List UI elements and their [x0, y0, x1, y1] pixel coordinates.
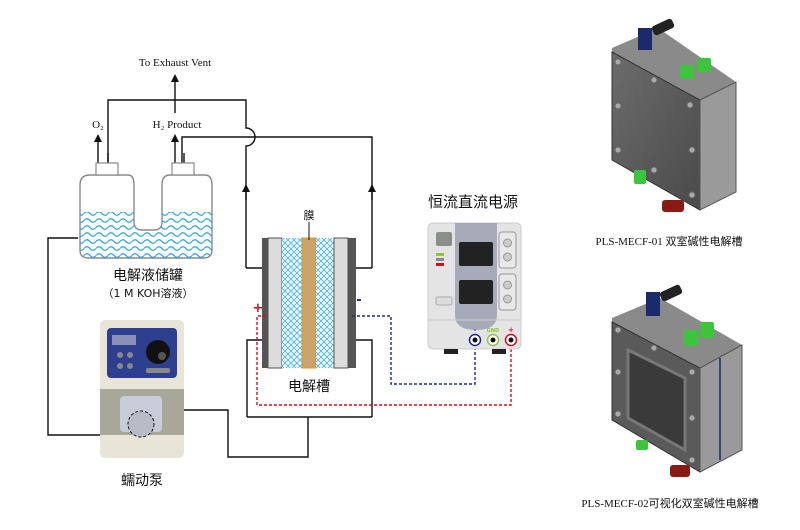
labels: To Exhaust Vent O₂ H₂ Product 电解液储罐 （1 M… — [92, 57, 759, 510]
knob[interactable] — [503, 294, 512, 304]
reservoir-title: 电解液储罐 — [113, 268, 183, 284]
exhaust-label: To Exhaust Vent — [139, 57, 211, 69]
pipe-reservoir-to-pump — [47, 237, 140, 436]
reservoir-subtitle: （1 M KOH溶液） — [102, 286, 193, 300]
cell-negative-sign: - — [356, 293, 361, 308]
piping — [47, 74, 376, 458]
product1-caption: PLS-MECF-01 双室碱性电解槽 — [596, 234, 743, 248]
tank-neck-right — [171, 162, 195, 176]
cell-label: 电解槽 — [288, 379, 330, 395]
product-image-mecf-01 — [611, 18, 737, 212]
peristaltic-pump — [100, 320, 184, 458]
knob[interactable] — [503, 238, 512, 248]
pipe-right-return — [181, 136, 373, 268]
pump-rotor — [127, 410, 155, 438]
dc-power-supply — [427, 222, 522, 354]
electrode-left — [282, 238, 302, 368]
knob[interactable] — [503, 280, 512, 290]
knob[interactable] — [503, 252, 512, 262]
membrane-label: 膜 — [304, 209, 315, 222]
negative-wire — [352, 315, 476, 385]
psu-minus-label: - — [474, 327, 477, 334]
product-image-mecf-02 — [611, 284, 743, 477]
psu-gnd-label: GND — [487, 328, 499, 334]
h2-label: H₂ Product — [153, 119, 202, 131]
electrolyte-reservoir — [79, 162, 213, 259]
product2-caption: PLS-MECF-02可视化双室碱性电解槽 — [581, 496, 758, 510]
electrolytic-cell — [262, 222, 356, 369]
positive-wire — [256, 315, 512, 406]
cell-positive-sign: + — [253, 301, 264, 316]
psu-plus-label: + — [508, 326, 514, 334]
membrane — [301, 237, 317, 369]
display-lower — [459, 280, 493, 304]
pipe-pump-to-cell — [160, 409, 309, 458]
pump-knob[interactable] — [158, 352, 166, 360]
psu-title: 恒流直流电源 — [428, 193, 518, 211]
o2-label: O₂ — [92, 119, 104, 131]
pump-label: 蠕动泵 — [121, 473, 163, 489]
electrode-right — [316, 238, 334, 368]
electrolyte-liquid — [80, 212, 212, 258]
wiring — [256, 315, 512, 406]
end-plate-right — [348, 238, 356, 368]
pipe-left-return — [107, 99, 256, 268]
tank-neck-left — [95, 162, 119, 176]
display-upper — [459, 242, 493, 266]
